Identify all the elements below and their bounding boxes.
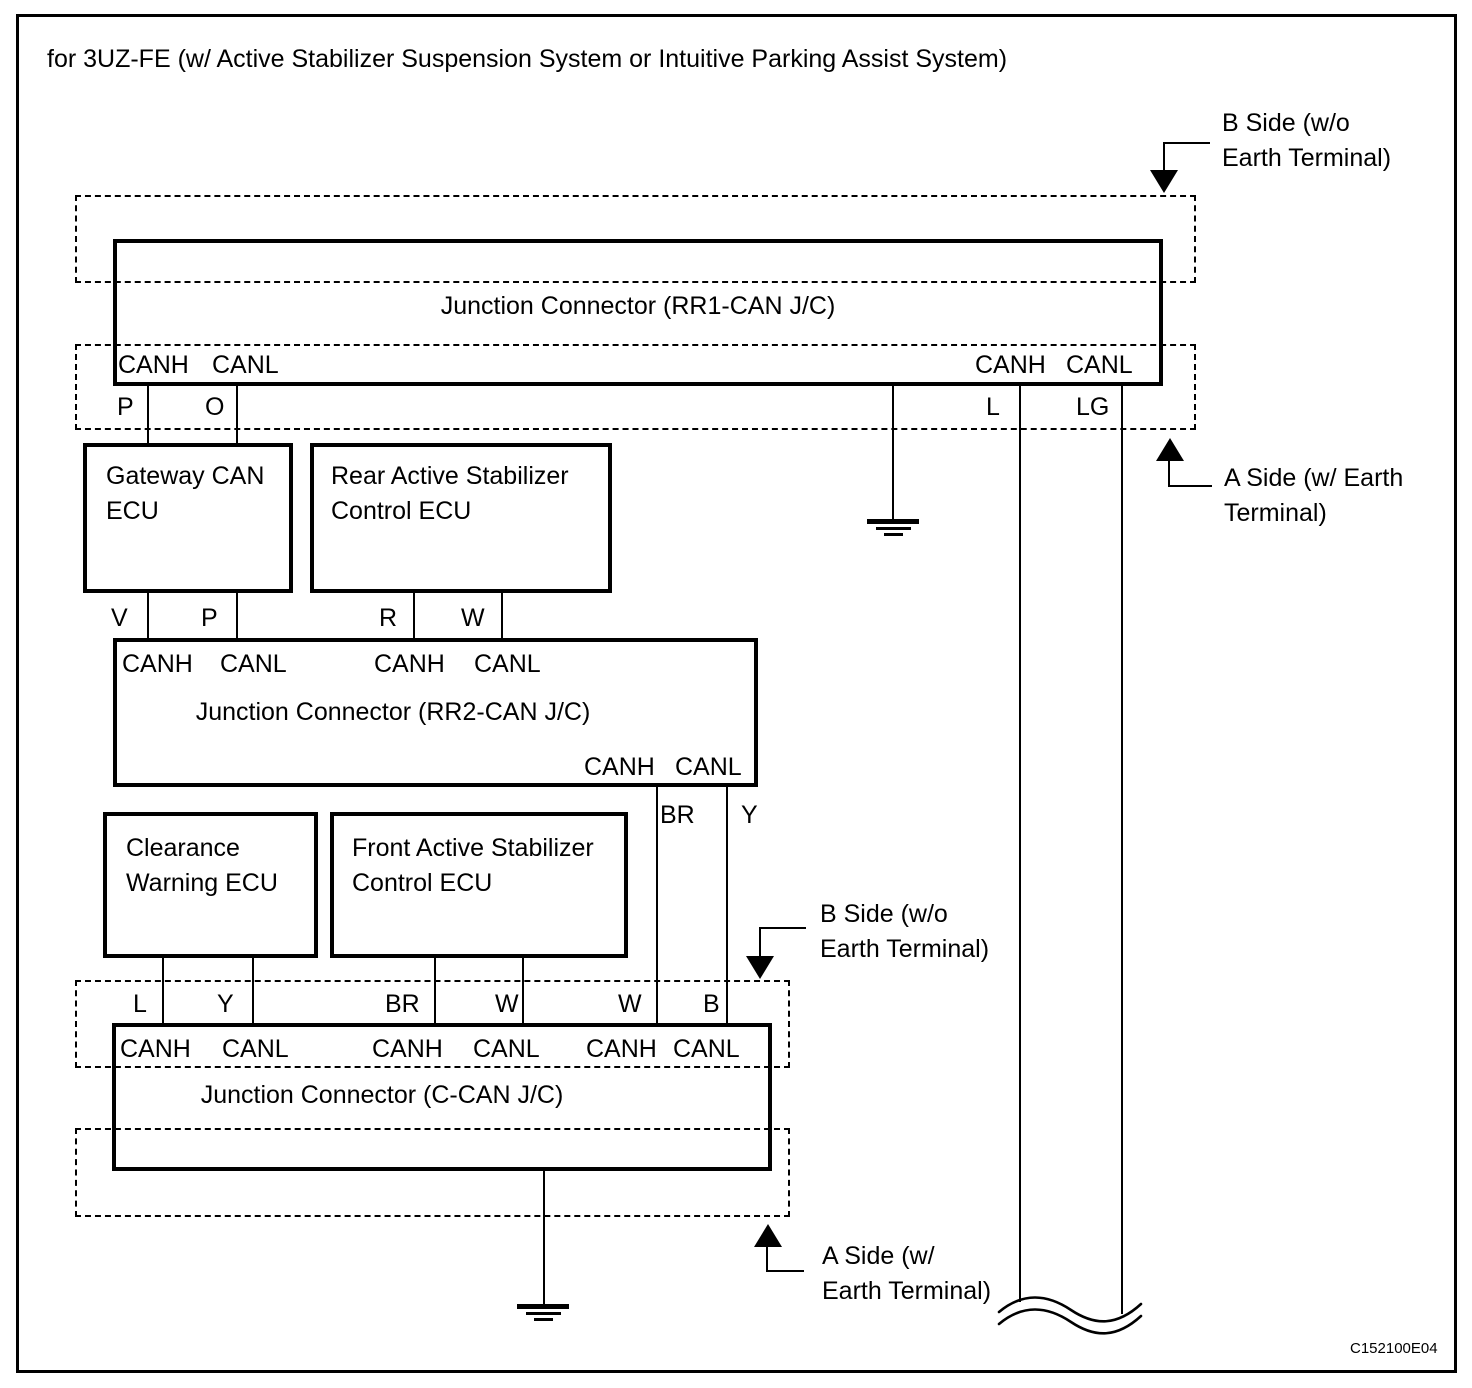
wire-color-label-lg: LG	[1076, 393, 1110, 421]
wire-rr2-br	[656, 787, 658, 1023]
b-side-bottom-note: B Side (w/o Earth Terminal)	[820, 900, 990, 963]
rr1-junction-box	[113, 239, 1163, 386]
a-side-bottom-note: A Side (w/ Earth Terminal)	[822, 1242, 992, 1305]
rear-stabilizer-ecu-label: Rear Active Stabilizer Control ECU	[331, 462, 569, 525]
wire-rr1-canl-right	[1121, 386, 1123, 1314]
wire-break-icon	[997, 1296, 1143, 1335]
clearance-warning-ecu-label: Clearance Warning ECU	[126, 834, 278, 897]
wire-color-label-ccan-b: B	[703, 990, 720, 1018]
rr2-junction-box	[113, 638, 758, 787]
wire-color-label-w: W	[461, 604, 485, 632]
ccan-pin-canh-2: CANH	[372, 1035, 443, 1063]
wire-color-label-l: L	[986, 393, 1000, 421]
rr2-pin-canh-3: CANH	[584, 753, 655, 781]
wire-color-label-ccan-w1: W	[495, 990, 519, 1018]
wire-color-label-r: R	[379, 604, 398, 632]
wire-color-label-y: Y	[741, 801, 758, 829]
clearance-warning-ecu-box	[103, 812, 318, 958]
arrow-up-icon	[1156, 438, 1184, 461]
wire-color-label-ccan-w2: W	[618, 990, 642, 1018]
a-side-top-note: A Side (w/ Earth Terminal)	[1224, 464, 1404, 527]
rr1-pin-canh-right: CANH	[975, 351, 1046, 379]
ccan-junction-box	[112, 1023, 772, 1171]
wire-color-label-v: V	[111, 604, 128, 632]
front-stabilizer-ecu-label: Front Active Stabilizer Control ECU	[352, 834, 594, 897]
a-side-top-leader-v	[1168, 459, 1170, 487]
b-side-bottom-leader-v	[759, 927, 761, 958]
rr1-pin-canh-left: CANH	[118, 351, 189, 379]
rr1-pin-canl-left: CANL	[212, 351, 279, 379]
wire-color-label-p: P	[117, 393, 134, 421]
rr2-pin-canl-3: CANL	[675, 753, 742, 781]
rear-stabilizer-ecu-box	[310, 443, 612, 593]
wire-color-label-ccan-y: Y	[217, 990, 234, 1018]
ccan-pin-canl-2: CANL	[473, 1035, 540, 1063]
gateway-ecu-label: Gateway CAN ECU	[106, 462, 265, 525]
rr1-junction-label: Junction Connector (RR1-CAN J/C)	[440, 292, 836, 320]
a-side-top-leader-h	[1168, 485, 1212, 487]
wire-rr2-y	[726, 787, 728, 1023]
wire-color-label-ccan-l: L	[133, 990, 147, 1018]
gateway-ecu-box	[83, 443, 293, 593]
wire-gateway-v	[147, 593, 149, 638]
a-side-bottom-leader-h	[766, 1270, 804, 1272]
a-side-bottom-leader-v	[766, 1245, 768, 1272]
wire-color-label-o: O	[205, 393, 225, 421]
figure-code: C152100E04	[1350, 1340, 1438, 1357]
rr2-pin-canh-1: CANH	[122, 650, 193, 678]
wire-clearance-l	[162, 958, 164, 1023]
ccan-pin-canh-3: CANH	[586, 1035, 657, 1063]
wire-color-label-ccan-br: BR	[385, 990, 420, 1018]
wire-front-br	[434, 958, 436, 1023]
wire-clearance-y	[252, 958, 254, 1023]
page-border-frame	[16, 14, 1457, 1373]
b-side-top-leader-v	[1163, 142, 1165, 172]
wire-rr1-canh-to-gateway	[147, 386, 149, 443]
arrow-up-icon	[754, 1224, 782, 1247]
arrow-down-icon	[1150, 170, 1178, 193]
b-side-top-leader-h	[1163, 142, 1210, 144]
wire-ccan-ground	[543, 1171, 545, 1306]
wire-rear-r	[413, 593, 415, 638]
ccan-junction-label: Junction Connector (C-CAN J/C)	[200, 1081, 564, 1109]
wire-front-w	[522, 958, 524, 1023]
b-side-bottom-leader-h	[759, 927, 806, 929]
diagram-title: for 3UZ-FE (w/ Active Stabilizer Suspens…	[47, 45, 1008, 73]
b-side-top-note: B Side (w/o Earth Terminal)	[1222, 109, 1392, 172]
wire-rr1-canh-right	[1019, 386, 1021, 1302]
dashed-region-b-side-bottom	[75, 980, 790, 1068]
rr2-pin-canl-2: CANL	[474, 650, 541, 678]
dashed-region-a-side-bottom	[75, 1128, 790, 1217]
ccan-pin-canl-3: CANL	[673, 1035, 740, 1063]
dashed-region-a-side-top	[75, 344, 1196, 430]
rr2-pin-canh-2: CANH	[374, 650, 445, 678]
ccan-pin-canl-1: CANL	[222, 1035, 289, 1063]
rr2-pin-canl-1: CANL	[220, 650, 287, 678]
front-stabilizer-ecu-box	[330, 812, 628, 958]
ccan-pin-canh-1: CANH	[120, 1035, 191, 1063]
rr2-junction-label: Junction Connector (RR2-CAN J/C)	[195, 698, 591, 726]
wire-rear-w	[501, 593, 503, 638]
dashed-region-b-side-top	[75, 195, 1196, 283]
wire-color-label-p2: P	[201, 604, 218, 632]
wire-rr1-ground	[892, 386, 894, 521]
wire-gateway-p	[236, 593, 238, 638]
wire-rr1-canl-to-gateway	[236, 386, 238, 443]
arrow-down-icon	[746, 956, 774, 979]
rr1-pin-canl-right: CANL	[1066, 351, 1133, 379]
wire-color-label-br: BR	[660, 801, 695, 829]
